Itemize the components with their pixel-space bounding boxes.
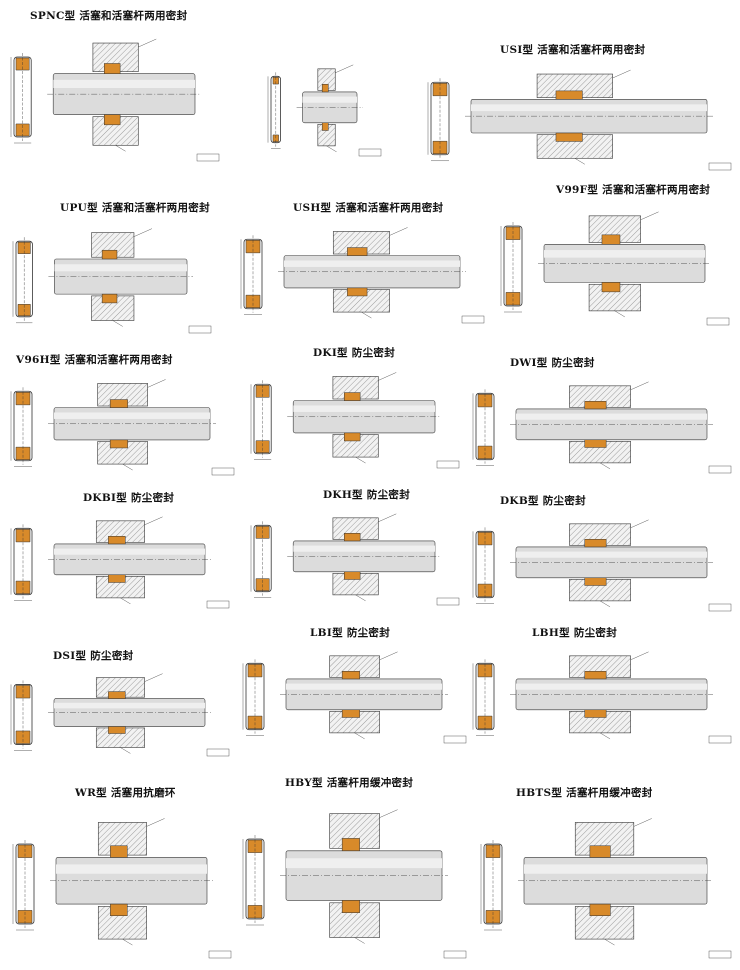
panel-title: USI型 活塞和活塞杆两用密封: [500, 44, 646, 56]
panel-title: LBI型 防尘密封: [310, 627, 391, 639]
rod-cross-section-icon: [287, 513, 460, 606]
rod-cross-section-icon: [48, 228, 212, 334]
panel-title: WR型 活塞用抗磨环: [75, 787, 176, 799]
seal-profile-icon: [240, 235, 263, 315]
seal-drawing: [10, 673, 230, 757]
seal-profile-icon: [472, 527, 495, 604]
seal-drawing: [427, 69, 732, 171]
panel-title: UPU型 活塞和活塞杆两用密封: [60, 202, 210, 214]
rod-cross-section-icon: [48, 379, 235, 476]
panel-title: DKI型 防尘密封: [313, 347, 395, 359]
seal-drawing: [12, 228, 212, 334]
panel-title: DKBI型 防尘密封: [83, 492, 175, 504]
panel-hbts: HBTS型 活塞杆用缓冲密封: [478, 785, 735, 965]
seal-profile-icon: [472, 389, 495, 466]
seal-profile-icon: [10, 53, 32, 144]
panel-title: USH型 活塞和活塞杆两用密封: [293, 202, 444, 214]
seal-profile-icon: [242, 659, 265, 736]
panel-upu: UPU型 活塞和活塞杆两用密封: [10, 200, 215, 340]
rod-cross-section-icon: [538, 211, 730, 326]
seal-drawing: [472, 381, 732, 474]
panel-title: LBH型 防尘密封: [532, 627, 618, 639]
panel-title: HBTS型 活塞杆用缓冲密封: [516, 787, 653, 799]
seal-profile-icon: [500, 222, 523, 313]
seal-drawing: [242, 809, 467, 959]
seal-drawing: [472, 651, 732, 744]
panel-title: SPNC型 活塞和活塞杆两用密封: [30, 10, 188, 22]
seal-drawing: [242, 651, 467, 744]
seal-profile-icon: [472, 659, 495, 736]
seal-drawing: [10, 38, 220, 162]
rod-cross-section-icon: [510, 651, 732, 744]
seal-drawing: [12, 818, 232, 959]
seal-drawing: [480, 818, 732, 959]
rod-cross-section-icon: [47, 38, 220, 162]
seal-drawing: [250, 513, 460, 606]
panel-unknown: [265, 38, 385, 163]
rod-cross-section-icon: [50, 818, 232, 959]
panel-lbi: LBI型 防尘密封: [240, 625, 470, 750]
rod-cross-section-icon: [465, 69, 732, 171]
panel-dkh: DKH型 防尘密封: [248, 487, 463, 612]
panel-title: V99F型 活塞和活塞杆两用密封: [556, 184, 711, 196]
rod-cross-section-icon: [287, 372, 460, 469]
seal-drawing: [10, 379, 235, 476]
panel-usi: USI型 活塞和活塞杆两用密封: [425, 42, 735, 177]
rod-cross-section-icon: [280, 809, 467, 959]
rod-cross-section-icon: [48, 516, 230, 609]
panel-hby: HBY型 活塞杆用缓冲密封: [240, 775, 470, 965]
seal-drawing: [267, 64, 382, 157]
panel-ush: USH型 活塞和活塞杆两用密封: [238, 200, 488, 330]
rod-cross-section-icon: [278, 227, 485, 324]
seal-profile-icon: [250, 380, 272, 460]
rod-cross-section-icon: [48, 673, 230, 757]
seal-profile-icon: [242, 835, 265, 926]
seal-profile-icon: [10, 680, 33, 751]
panel-lbh: LBH型 防尘密封: [470, 625, 735, 750]
rod-cross-section-icon: [296, 64, 382, 157]
seal-profile-icon: [12, 237, 33, 324]
panel-title: DWI型 防尘密封: [510, 357, 595, 369]
panel-v99f: V99F型 活塞和活塞杆两用密封: [498, 182, 733, 332]
seal-drawing: [240, 227, 485, 324]
panel-title: DSI型 防尘密封: [53, 650, 134, 662]
seal-profile-icon: [10, 387, 33, 467]
panel-dkbi: DKBI型 防尘密封: [8, 490, 233, 615]
panel-v96h: V96H型 活塞和活塞杆两用密封: [8, 352, 238, 482]
seal-profile-icon: [427, 78, 450, 161]
panel-dki: DKI型 防尘密封: [248, 345, 463, 475]
rod-cross-section-icon: [510, 519, 732, 612]
seal-profile-icon: [267, 72, 282, 149]
panel-title: V96H型 活塞和活塞杆两用密封: [16, 354, 173, 366]
panel-spnc: SPNC型 活塞和活塞杆两用密封: [8, 8, 223, 168]
seal-drawing: [10, 516, 230, 609]
rod-cross-section-icon: [510, 381, 732, 474]
seal-profile-icon: [12, 840, 35, 931]
panel-wr: WR型 活塞用抗磨环: [10, 785, 235, 965]
rod-cross-section-icon: [518, 818, 732, 959]
seal-drawing: [500, 211, 730, 326]
panel-title: DKB型 防尘密封: [500, 495, 586, 507]
panel-dkb: DKB型 防尘密封: [470, 493, 735, 618]
panel-dsi: DSI型 防尘密封: [8, 648, 233, 763]
seal-drawing: [472, 519, 732, 612]
panel-dwi: DWI型 防尘密封: [470, 355, 735, 480]
seal-profile-icon: [250, 521, 272, 598]
rod-cross-section-icon: [280, 651, 467, 744]
panel-title: HBY型 活塞杆用缓冲密封: [285, 777, 414, 789]
seal-profile-icon: [480, 840, 503, 931]
seal-drawing: [250, 372, 460, 469]
seal-profile-icon: [10, 524, 33, 601]
panel-title: DKH型 防尘密封: [323, 489, 411, 501]
